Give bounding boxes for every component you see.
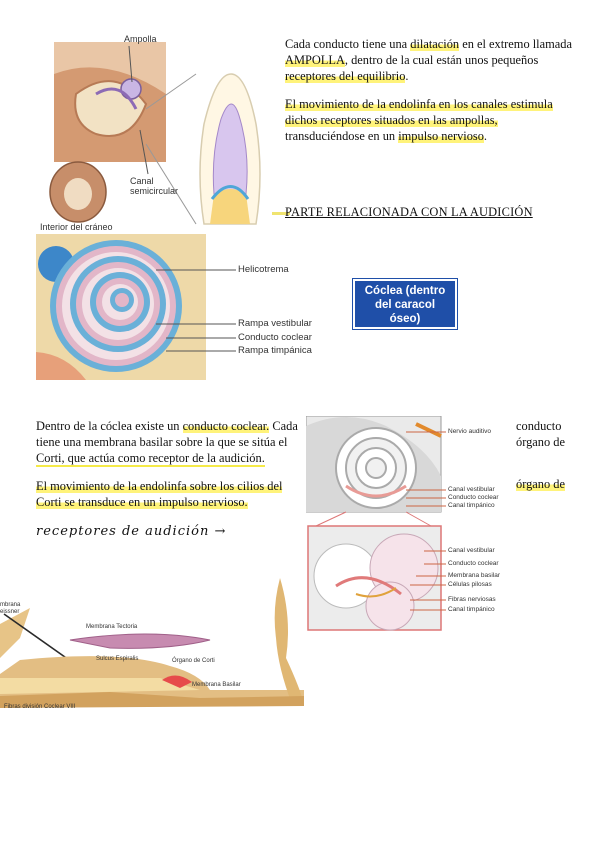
- ear-figure: Ampolla Canal semicircular Interior del …: [36, 34, 268, 234]
- nervio-auditivo-label: Nervio auditivo: [448, 428, 491, 435]
- text-underlined: Corti, que actúa como receptor de la aud…: [36, 451, 265, 467]
- text: Cada tiene una membrana basilar sobre la…: [36, 419, 298, 449]
- side-word-organo-2: órgano de: [516, 476, 565, 492]
- duct-paragraph-2: El movimiento de la endolinfa sobre los …: [36, 478, 298, 510]
- coclea-box-line-3: óseo): [389, 313, 421, 325]
- sulcus-espiralis-label: Sulcus Espiralis: [96, 656, 139, 662]
- text-highlight: órgano de: [516, 477, 565, 491]
- membrana-basilar-corti-label: Membrana Basilar: [192, 682, 241, 688]
- ampolla-label: Ampolla: [124, 34, 157, 44]
- text: Cada conducto tiene una: [285, 37, 411, 51]
- text: transduciéndose en un: [285, 129, 399, 143]
- semicircular-label: semicircular: [130, 186, 179, 196]
- text-highlight: receptores del equilibrio: [285, 69, 406, 83]
- conducto-coclear-top-label: Conducto coclear: [448, 494, 499, 501]
- cross-section-figure: Nervio auditivo Canal vestibular Conduct…: [306, 416, 512, 632]
- text-highlight: AMPOLLA: [285, 53, 345, 67]
- membrana-label: mbrana: [0, 602, 21, 608]
- cochlea-illustration: [36, 234, 236, 380]
- text-highlight: dichos receptores situados en las ampoll…: [285, 113, 498, 127]
- celulas-pilosas-label: Células pilosas: [448, 581, 492, 588]
- organo-de-corti-label: Órgano de Corti: [172, 658, 215, 664]
- canal-timpanico-label: Canal timpánico: [448, 606, 495, 613]
- coclea-box-line-1: Cóclea (dentro: [364, 285, 446, 297]
- conducto-coclear-label: Conducto coclear: [238, 332, 312, 343]
- cross-section-illustration: [306, 416, 446, 631]
- coclea-callout-box: Cóclea (dentro del caracol óseo): [352, 278, 458, 330]
- canal-vestibular-top-label: Canal vestibular: [448, 486, 495, 493]
- corti-figure: mbrana eissner Membrana Tectoria Sulcus …: [0, 578, 306, 712]
- side-word-organo-1: órgano de: [516, 435, 565, 449]
- membrana-tectoria-label: Membrana Tectoria: [86, 624, 138, 630]
- handwritten-note: receptores de audición →: [36, 524, 227, 539]
- text-highlight: dilatación: [410, 37, 460, 51]
- text: , dentro de la cual están unos pequeños: [344, 53, 539, 67]
- text: Dentro de la cóclea existe un: [36, 419, 183, 433]
- text-highlight: impulso nervioso: [398, 129, 484, 143]
- helicotrema-label: Helicotrema: [238, 264, 289, 275]
- text-highlight: Corti se transduce en un impulso nervios…: [36, 495, 248, 509]
- fibras-division-label: Fibras división Coclear VIII: [4, 704, 76, 710]
- membrana-basilar-label: Membrana basilar: [448, 572, 501, 579]
- side-word-conducto: conducto: [516, 419, 562, 433]
- ear-illustration: [49, 42, 261, 225]
- duct-paragraph-1: Dentro de la cóclea existe un conducto c…: [36, 418, 298, 467]
- canal-vestibular-label: Canal vestibular: [448, 547, 495, 554]
- heading-underline-accent: [272, 212, 290, 215]
- canal-label: Canal: [130, 176, 154, 186]
- text-highlight: El movimiento de la endolinfa sobre los …: [36, 479, 283, 493]
- text-highlight: El movimiento de la endolinfa en los can…: [285, 97, 553, 111]
- rampa-timpanica-label: Rampa timpánica: [238, 345, 312, 356]
- cochlea-figure: Helicotrema Rampa vestibular Conducto co…: [36, 234, 326, 380]
- interior-craneo-label: Interior del cráneo: [40, 222, 113, 232]
- text: en el extremo llamada: [459, 37, 572, 51]
- ampolla-paragraph-2: El movimiento de la endolinfa en los can…: [285, 96, 575, 144]
- coclea-box-line-2: del caracol: [374, 299, 436, 311]
- ampolla-paragraph-1: Cada conducto tiene una dilatación en el…: [285, 36, 573, 84]
- reissner-label: eissner: [0, 609, 20, 615]
- text: .: [483, 129, 488, 143]
- text-highlight: conducto coclear.: [182, 419, 270, 433]
- rampa-vestibular-label: Rampa vestibular: [238, 318, 312, 329]
- corti-illustration: [0, 578, 304, 708]
- conducto-coclear-bottom-label: Conducto coclear: [448, 560, 499, 567]
- text: .: [405, 69, 409, 83]
- canal-timpanico-top-label: Canal timpánico: [448, 502, 495, 509]
- fibras-nerviosas-label: Fibras nerviosas: [448, 596, 496, 603]
- section-heading: PARTE RELACIONADA CON LA AUDICIÓN: [285, 205, 533, 219]
